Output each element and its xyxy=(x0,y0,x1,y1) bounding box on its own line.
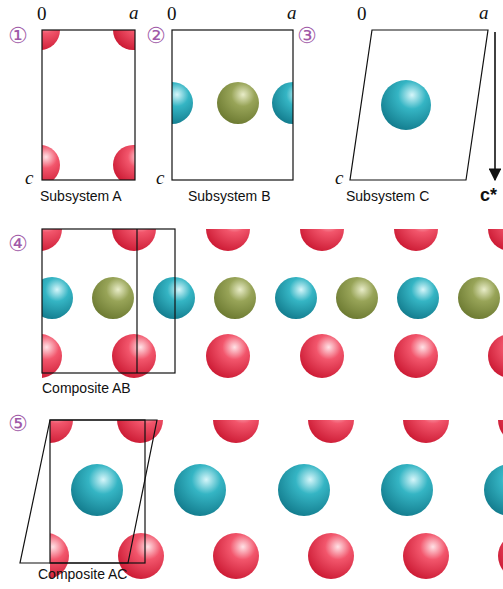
atom-a xyxy=(403,420,449,443)
origin-label: 0 xyxy=(37,4,47,25)
cell-boundary xyxy=(136,229,137,373)
atom-a xyxy=(308,420,354,443)
atom-b1 xyxy=(397,277,439,319)
panel-caption: Subsystem B xyxy=(188,189,270,204)
atom-a xyxy=(42,145,60,180)
atom-a xyxy=(213,533,259,579)
atom-b1 xyxy=(42,277,73,319)
atom-a xyxy=(300,229,344,251)
axis-label: a xyxy=(479,3,489,24)
atom-a xyxy=(42,30,60,50)
origin-label: 0 xyxy=(167,4,177,25)
atom-c xyxy=(381,464,433,516)
panel-number: ④ xyxy=(8,232,28,256)
origin-label: 0 xyxy=(357,4,367,25)
composite-ac-atoms xyxy=(50,420,503,579)
atom-a xyxy=(488,229,503,251)
panel-caption: Composite AB xyxy=(42,381,131,396)
atom-a xyxy=(50,420,73,443)
unit-cell xyxy=(50,420,145,563)
atom-c xyxy=(484,464,503,516)
panel-number: ② xyxy=(146,24,166,48)
atom-a xyxy=(403,533,449,579)
atom-b2 xyxy=(217,82,259,124)
atom-b1 xyxy=(172,82,193,124)
atom-a xyxy=(394,334,438,378)
atom-c xyxy=(278,464,330,516)
atom-a xyxy=(42,334,62,378)
atom-b1 xyxy=(272,82,293,124)
axis-label: c xyxy=(156,168,164,189)
atom-c xyxy=(71,464,123,516)
axis-label: c xyxy=(335,168,343,189)
atom-c xyxy=(381,80,431,130)
atom-a xyxy=(308,533,354,579)
atom-b2 xyxy=(336,277,378,319)
atom-a xyxy=(394,229,438,251)
axis-label: a xyxy=(129,3,139,24)
unit-cell xyxy=(42,229,175,373)
panel-caption: Subsystem C xyxy=(346,189,429,204)
atom-a xyxy=(42,229,62,251)
atom-a xyxy=(206,334,250,378)
unit-cell xyxy=(172,30,293,180)
panel-caption: Subsystem A xyxy=(40,189,122,204)
atom-a xyxy=(113,145,135,180)
panel-caption: Composite AC xyxy=(38,567,127,582)
atom-a xyxy=(112,229,156,251)
atom-b2 xyxy=(458,277,500,319)
atom-c xyxy=(174,464,226,516)
atom-b2 xyxy=(214,277,256,319)
subsystem-b-atoms xyxy=(172,82,293,124)
unit-cell xyxy=(350,30,488,180)
unit-cell xyxy=(42,30,135,180)
atom-b1 xyxy=(275,277,317,319)
panel-number: ③ xyxy=(297,24,317,48)
atom-a xyxy=(112,334,156,378)
atom-a xyxy=(300,334,344,378)
atom-b1 xyxy=(153,277,195,319)
panel-number: ⑤ xyxy=(8,412,28,436)
reciprocal-axis xyxy=(494,32,496,180)
atom-a xyxy=(498,533,503,579)
atom-a xyxy=(213,420,259,443)
atom-a xyxy=(113,30,135,50)
atom-a xyxy=(498,420,503,443)
axis-label: c* xyxy=(480,186,497,206)
panel-number: ① xyxy=(8,24,28,48)
atom-a xyxy=(488,334,503,378)
atom-b2 xyxy=(92,277,134,319)
axis-label: a xyxy=(287,3,297,24)
unit-cell xyxy=(20,420,157,563)
atom-a xyxy=(206,229,250,251)
composite-ab-atoms xyxy=(42,229,503,378)
subsystem-a-atoms xyxy=(42,30,135,180)
axis-label: c xyxy=(25,168,33,189)
